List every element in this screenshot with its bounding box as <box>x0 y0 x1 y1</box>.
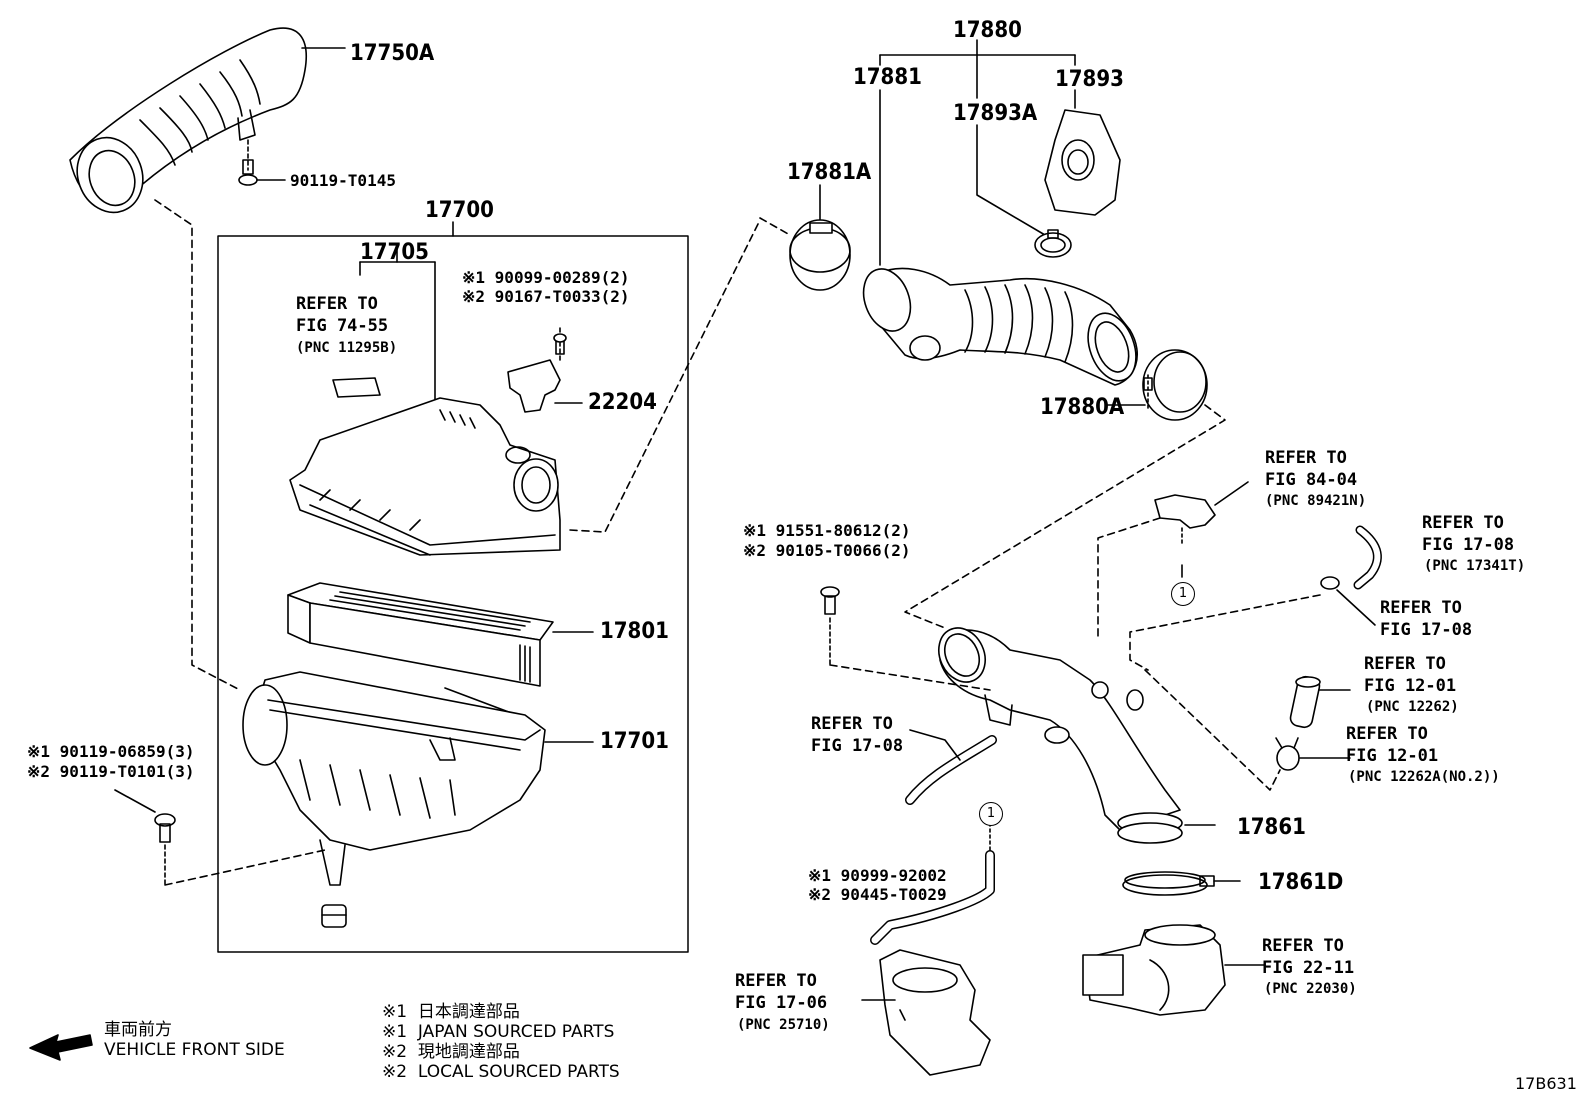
ref-84-04-line2[interactable]: FIG 84-04 <box>1265 470 1358 490</box>
sensor-screws-2[interactable]: ※2 90167-T0033(2) <box>462 287 630 306</box>
intake-inlet-17750A[interactable] <box>67 27 307 222</box>
ref-74-55-line1: REFER TO <box>296 294 378 314</box>
part-17881A[interactable]: 17881A <box>787 160 872 185</box>
legend-japan-en: ※1 JAPAN SOURCED PARTS <box>382 1022 615 1042</box>
air-cleaner-case-17701[interactable] <box>242 671 594 886</box>
air-filter-element-17801[interactable] <box>287 582 594 687</box>
ref-12-01-b-pnc: (PNC 12262A(NO.2)) <box>1348 769 1500 785</box>
sensor-screws-1[interactable]: ※1 90099-00289(2) <box>462 268 630 287</box>
clamp-17880A-icon <box>1107 349 1208 421</box>
ref-17-08-b-line1: REFER TO <box>1380 598 1462 618</box>
part-17750A[interactable]: 17750A <box>350 41 435 66</box>
part-17893A[interactable]: 17893A <box>953 101 1038 126</box>
ref-17-06-line1: REFER TO <box>735 971 817 991</box>
part-17880A[interactable]: 17880A <box>1040 395 1125 420</box>
case-bolts-1[interactable]: ※1 90119-06859(3) <box>27 742 195 761</box>
legend-japan-jp: ※1 日本調達部品 <box>382 1002 520 1022</box>
hose-90999-icon <box>870 850 995 945</box>
label-sheet-icon <box>332 377 381 398</box>
vehicle-front-jp: 車両前方 <box>104 1020 172 1040</box>
ref-22-11-line2[interactable]: FIG 22-11 <box>1262 958 1355 978</box>
part-17893[interactable]: 17893 <box>1055 67 1124 92</box>
clamp-17861D-icon <box>1122 871 1241 896</box>
ref-17-08-c-line1: REFER TO <box>811 714 893 734</box>
ref-17-08-a-pnc: (PNC 17341T) <box>1424 558 1526 574</box>
vehicle-front-arrow-icon <box>29 1034 93 1061</box>
ref-17-08-c-line2[interactable]: FIG 17-08 <box>811 736 904 756</box>
part-17861D[interactable]: 17861D <box>1258 870 1344 895</box>
ref-17-06-pnc: (PNC 25710) <box>737 1017 830 1033</box>
hose-refer-17-08-icon <box>905 729 997 805</box>
part-22204[interactable]: 22204 <box>588 390 657 415</box>
case-bolt-icon <box>114 789 326 886</box>
grommet-icon <box>321 904 347 928</box>
clamp-17893A-icon <box>1034 229 1072 258</box>
ref-12-01-a-line1: REFER TO <box>1364 654 1446 674</box>
ref-74-55-pnc: (PNC 11295B) <box>296 340 398 356</box>
part-17801[interactable]: 17801 <box>600 619 669 644</box>
ref-12-01-a-line2[interactable]: FIG 12-01 <box>1364 676 1457 696</box>
legend-local-jp: ※2 現地調達部品 <box>382 1042 520 1062</box>
small-hose-icon <box>1320 525 1382 626</box>
part-17880[interactable]: 17880 <box>953 18 1022 43</box>
ref-17-08-b-line2[interactable]: FIG 17-08 <box>1380 620 1473 640</box>
ref-84-04-pnc: (PNC 89421N) <box>1265 493 1367 509</box>
ref-12-01-a-pnc: (PNC 12262) <box>1366 699 1459 715</box>
pipe-bolts-2[interactable]: ※2 90105-T0066(2) <box>743 541 911 560</box>
pipe-bolts-1[interactable]: ※1 91551-80612(2) <box>743 521 911 540</box>
hose-part-1[interactable]: ※1 90999-92002 <box>808 866 947 885</box>
sensor-refer-84-04-icon <box>1154 481 1249 578</box>
intake-pipe-17861[interactable] <box>930 620 1216 844</box>
part-17705[interactable]: 17705 <box>360 240 429 265</box>
part-17881[interactable]: 17881 <box>853 65 922 90</box>
bolt-90119-T0145-label[interactable]: 90119-T0145 <box>290 171 396 190</box>
ref-22-11-pnc: (PNC 22030) <box>1264 981 1357 997</box>
part-17861[interactable]: 17861 <box>1237 815 1306 840</box>
part-17700[interactable]: 17700 <box>425 198 494 223</box>
ref-12-01-b-line1: REFER TO <box>1346 724 1428 744</box>
connector-marker-1b: 1 <box>979 802 1003 826</box>
ref-22-11-line1: REFER TO <box>1262 936 1344 956</box>
vehicle-front-en: VEHICLE FRONT SIDE <box>104 1040 285 1060</box>
ref-12-01-b-line2[interactable]: FIG 12-01 <box>1346 746 1439 766</box>
ref-17-08-a-line1: REFER TO <box>1422 513 1504 533</box>
resonator-17893[interactable] <box>1044 109 1121 216</box>
ref-74-55-line2[interactable]: FIG 74-55 <box>296 316 389 336</box>
valve-refer-17-06-icon <box>861 949 991 1076</box>
cap-refer-12-01-icon <box>1275 737 1351 771</box>
throttle-body-refer-22-11-icon <box>1082 924 1266 1016</box>
hose-part-2[interactable]: ※2 90445-T0029 <box>808 885 947 904</box>
bolt-91551-icon <box>820 586 991 691</box>
pipe-refer-12-01-icon <box>1289 675 1351 729</box>
connector-marker-1: 1 <box>1171 582 1195 606</box>
mass-air-flow-sensor-22204[interactable] <box>507 327 583 413</box>
case-bolts-2[interactable]: ※2 90119-T0101(3) <box>27 762 195 781</box>
air-cleaner-cap[interactable] <box>289 397 561 556</box>
legend-local-en: ※2 LOCAL SOURCED PARTS <box>382 1062 620 1082</box>
bolt-90119-T0145-icon <box>238 139 286 186</box>
ref-17-08-a-line2[interactable]: FIG 17-08 <box>1422 535 1515 555</box>
part-17701[interactable]: 17701 <box>600 729 669 754</box>
ref-17-06-line2[interactable]: FIG 17-06 <box>735 993 828 1013</box>
figure-code: 17B631 <box>1515 1074 1577 1093</box>
clamp-17881A-icon <box>789 184 851 291</box>
air-cleaner-hose-17881[interactable] <box>855 262 1144 387</box>
ref-84-04-line1: REFER TO <box>1265 448 1347 468</box>
